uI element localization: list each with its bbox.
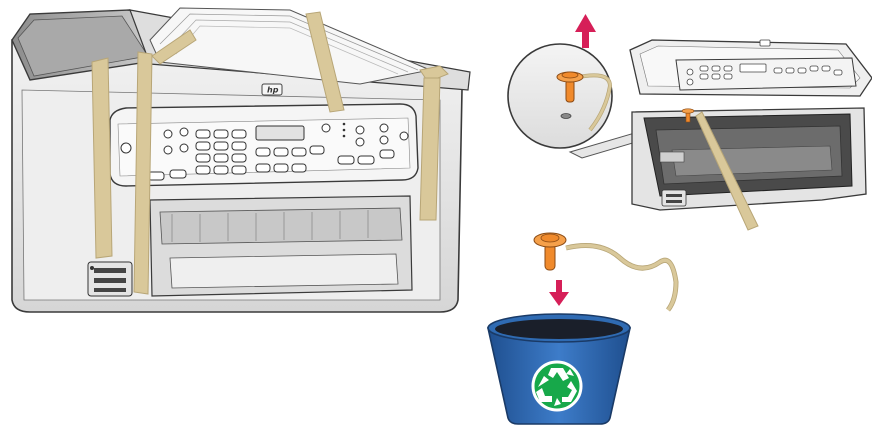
printer-open-icon [630,40,872,230]
up-arrow-icon [575,14,596,48]
memory-card-slots [88,262,132,296]
hp-logo-icon: hp [267,86,279,95]
recycle-symbol-icon [533,362,581,410]
recycle-bin-icon [488,314,630,424]
down-arrow-icon [549,280,569,306]
printer-taped-icon: hp [12,8,470,312]
